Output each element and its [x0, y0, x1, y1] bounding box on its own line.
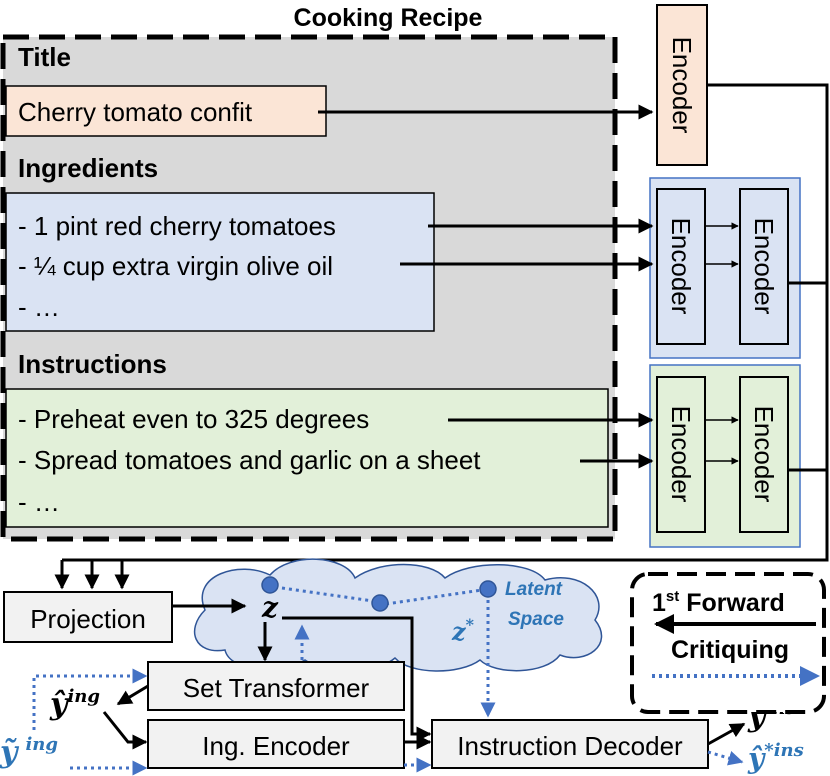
projection-box [3, 591, 173, 643]
instructions-box [5, 388, 609, 528]
latent-point [371, 594, 389, 612]
latent-space-label-1: Latent [505, 579, 563, 600]
title-encoder-label: Encoder [667, 37, 697, 134]
ing-encoder-label: Ing. Encoder [202, 731, 350, 761]
ing-encoder-box [147, 719, 405, 769]
z-arrows [257, 616, 432, 742]
latent-space-label-2: Space [508, 609, 564, 630]
ing-prediction-arrows [102, 684, 746, 750]
legend-forward-label: 1st Forward [652, 588, 785, 617]
ingredients-encoder-outer-label: Encoder [749, 218, 779, 315]
latent-point [261, 576, 279, 594]
set-transformer-box [147, 661, 405, 711]
latent-z-star: z* [451, 615, 475, 646]
critiquing-arrows [32, 600, 744, 776]
instruction-line: - Preheat even to 325 degrees [18, 404, 369, 434]
title-box [5, 85, 327, 137]
ingredient-line: - … [18, 292, 60, 322]
encoder-output-lines [54, 83, 829, 590]
ingredients-encoder-outer [739, 188, 789, 345]
instructions-encoder-inner [656, 376, 706, 533]
input-arrows [318, 104, 654, 469]
title-text: Cherry tomato confit [18, 97, 253, 127]
instructions-heading: Instructions [18, 349, 167, 379]
instruction-decoder-box [431, 719, 709, 769]
ingredients-heading: Ingredients [18, 153, 158, 183]
latent-optimization-path [281, 586, 483, 606]
legend-critiquing-label: Critiquing [671, 636, 789, 664]
encoder-internal-arrows [705, 222, 739, 465]
y-hat-star-ins: ŷ*ins [747, 740, 804, 775]
set-transformer-label: Set Transformer [183, 673, 370, 703]
instruction-line: - … [18, 487, 60, 517]
instructions-encoder-inner-label: Encoder [666, 406, 696, 503]
instruction-decoder-label: Instruction Decoder [457, 731, 683, 761]
latent-z: z [261, 591, 279, 624]
projection-label: Projection [30, 604, 146, 634]
instruction-line: - Spread tomatoes and garlic on a sheet [18, 445, 481, 475]
recipe-panel-title: Cooking Recipe [294, 4, 483, 32]
y-hat-ing: ŷing [49, 686, 100, 722]
ingredients-encoder-inner [656, 188, 706, 345]
ingredient-line: - 1 pint red cherry tomatoes [18, 211, 336, 241]
instructions-encoder-outer-label: Encoder [749, 406, 779, 503]
instructions-encoder-outer [739, 376, 789, 533]
ingredients-box [5, 192, 435, 332]
ingredients-encoder-inner-label: Encoder [666, 218, 696, 315]
title-heading: Title [18, 42, 71, 72]
latent-point [479, 580, 497, 598]
ingredient-line: - ¼ cup extra virgin olive oil [18, 251, 333, 281]
